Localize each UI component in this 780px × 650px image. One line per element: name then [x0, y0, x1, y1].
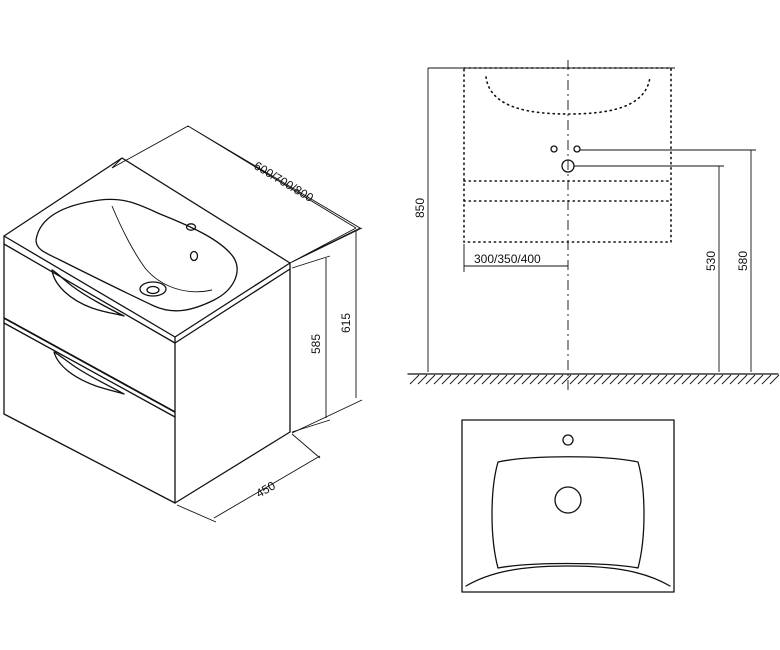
- upper-drawer-handle: [51, 269, 125, 317]
- floor-hatch-line: [449, 374, 460, 385]
- floor-hatch-line: [761, 374, 772, 385]
- floor-hatch-line: [769, 374, 780, 385]
- width-dimension-label: 600/700/800: [251, 159, 316, 206]
- top-view: [461, 419, 675, 593]
- floor-hatch-line: [665, 374, 676, 385]
- floor-hatch-line: [489, 374, 500, 385]
- floor-hatch-line: [505, 374, 516, 385]
- width-dimension-line: [111, 125, 361, 264]
- top-basin-front-lip: [465, 565, 671, 587]
- mount-height-label: 850: [413, 198, 427, 218]
- floor-hatch-line: [713, 374, 724, 385]
- floor-hatch-line: [561, 374, 572, 385]
- supply-hole-right: [573, 145, 581, 153]
- floor-hatch-line: [473, 374, 484, 385]
- floor-hatch-line: [417, 374, 428, 385]
- floor-hatch-line: [681, 374, 692, 385]
- floor-hatch-line: [553, 374, 564, 385]
- drawer-gap-2: [3, 322, 176, 418]
- floor-hatch-line: [721, 374, 732, 385]
- height-overall-label: 615: [339, 313, 353, 333]
- floor-hatching: [409, 374, 780, 385]
- floor-hatch-line: [465, 374, 476, 385]
- floor-hatch-line: [545, 374, 556, 385]
- top-tap-hole: [562, 434, 574, 446]
- floor-hatch-line: [497, 374, 508, 385]
- depth-dimension-label: 450: [254, 478, 279, 500]
- height-cabinet-extension: [291, 255, 331, 433]
- floor-hatch-line: [521, 374, 532, 385]
- floor-hatch-line: [585, 374, 596, 385]
- floor-hatch-line: [425, 374, 436, 385]
- height-cabinet-label: 585: [309, 334, 323, 354]
- depth-dimension-line: [176, 433, 321, 523]
- floor-hatch-line: [657, 374, 668, 385]
- front-elevation: 850 580 530 300/350/400: [407, 60, 780, 392]
- cabinet-side-bottom: [174, 431, 291, 504]
- drain-inner: [146, 285, 160, 295]
- drain-outer: [139, 281, 167, 297]
- floor-hatch-line: [737, 374, 748, 385]
- top-view-outline: [461, 419, 675, 593]
- floor-hatch-line: [481, 374, 492, 385]
- countertop-side-edge: [174, 262, 291, 344]
- basin-offset-dimension-line: [463, 244, 568, 272]
- basin-offset-label: 300/350/400: [474, 252, 541, 266]
- drain-height-label: 530: [704, 251, 718, 271]
- supply-hole-left: [550, 145, 558, 153]
- cabinet-outline: [463, 67, 672, 243]
- floor-hatch-line: [697, 374, 708, 385]
- tap-hole: [185, 223, 197, 231]
- floor-hatch-line: [409, 374, 420, 385]
- overflow-hole: [189, 250, 199, 262]
- floor-hatch-line: [513, 374, 524, 385]
- floor-hatch-line: [569, 374, 580, 385]
- floor-hatch-line: [625, 374, 636, 385]
- floor-hatch-line: [753, 374, 764, 385]
- floor-hatch-line: [745, 374, 756, 385]
- isometric-view: 600/700/800 615 585 450: [3, 125, 363, 523]
- floor-hatch-line: [633, 374, 644, 385]
- floor-hatch-line: [577, 374, 588, 385]
- floor-hatch-line: [689, 374, 700, 385]
- floor-hatch-line: [705, 374, 716, 385]
- countertop-front-edge: [3, 235, 176, 344]
- floor-hatch-line: [433, 374, 444, 385]
- floor-hatch-line: [601, 374, 612, 385]
- floor-hatch-line: [729, 374, 740, 385]
- lower-drawer-handle: [53, 351, 125, 395]
- floor-hatch-line: [673, 374, 684, 385]
- supply-height-label: 580: [736, 251, 750, 271]
- floor-hatch-line: [441, 374, 452, 385]
- floor-hatch-line: [593, 374, 604, 385]
- floor-hatch-line: [537, 374, 548, 385]
- basin-inner: [111, 205, 213, 293]
- basin-bowl: [35, 198, 238, 312]
- floor-hatch-line: [457, 374, 468, 385]
- height-overall-extension: [291, 227, 363, 434]
- floor-hatch-line: [617, 374, 628, 385]
- cabinet-bottom-front: [3, 413, 176, 504]
- floor-hatch-line: [609, 374, 620, 385]
- top-basin-shape: [491, 456, 645, 569]
- floor-hatch-line: [641, 374, 652, 385]
- countertop-top: [3, 157, 291, 338]
- floor-hatch-line: [529, 374, 540, 385]
- drawer-gap: [3, 317, 176, 413]
- floor-hatch-line: [649, 374, 660, 385]
- top-drain: [554, 486, 582, 514]
